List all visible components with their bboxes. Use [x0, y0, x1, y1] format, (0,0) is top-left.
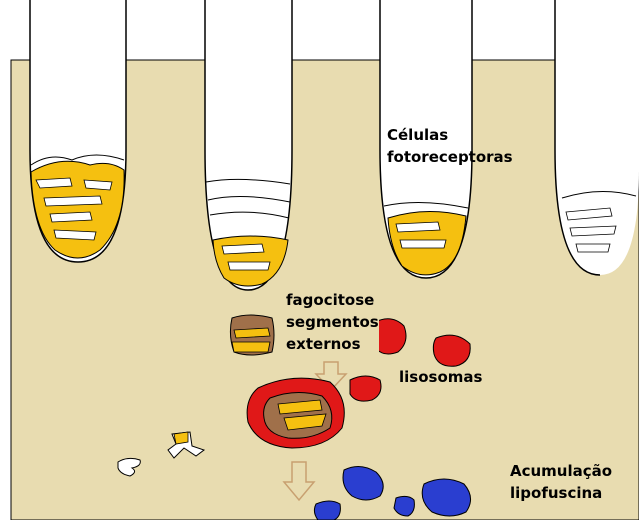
- label-line: fotoreceptoras: [387, 146, 513, 168]
- label-line: externos: [286, 333, 379, 355]
- phagocytosed-segment: [230, 315, 274, 355]
- label-line: lisosomas: [399, 366, 482, 388]
- photoreceptor-cell-2: [205, 0, 292, 290]
- photoreceptors-label: Células fotoreceptoras: [387, 124, 513, 168]
- photoreceptor-cell-1: [30, 0, 126, 262]
- label-line: Células: [387, 124, 513, 146]
- label-line: Acumulação: [510, 460, 612, 482]
- photoreceptor-cell-4: [555, 0, 639, 275]
- lysosome: [350, 376, 381, 401]
- label-line: fagocitose: [286, 289, 379, 311]
- lipofuscin-deposit: [314, 501, 340, 520]
- lipofuscin-label: Acumulação lipofuscina: [510, 460, 612, 504]
- phagocytosis-label: fagocitose segmentos externos: [286, 289, 379, 355]
- label-line: segmentos: [286, 311, 379, 333]
- lysosome: [433, 335, 470, 366]
- label-line: lipofuscina: [510, 482, 612, 504]
- phagolysosome: [247, 378, 344, 448]
- lysosomes-label: lisosomas: [399, 366, 482, 388]
